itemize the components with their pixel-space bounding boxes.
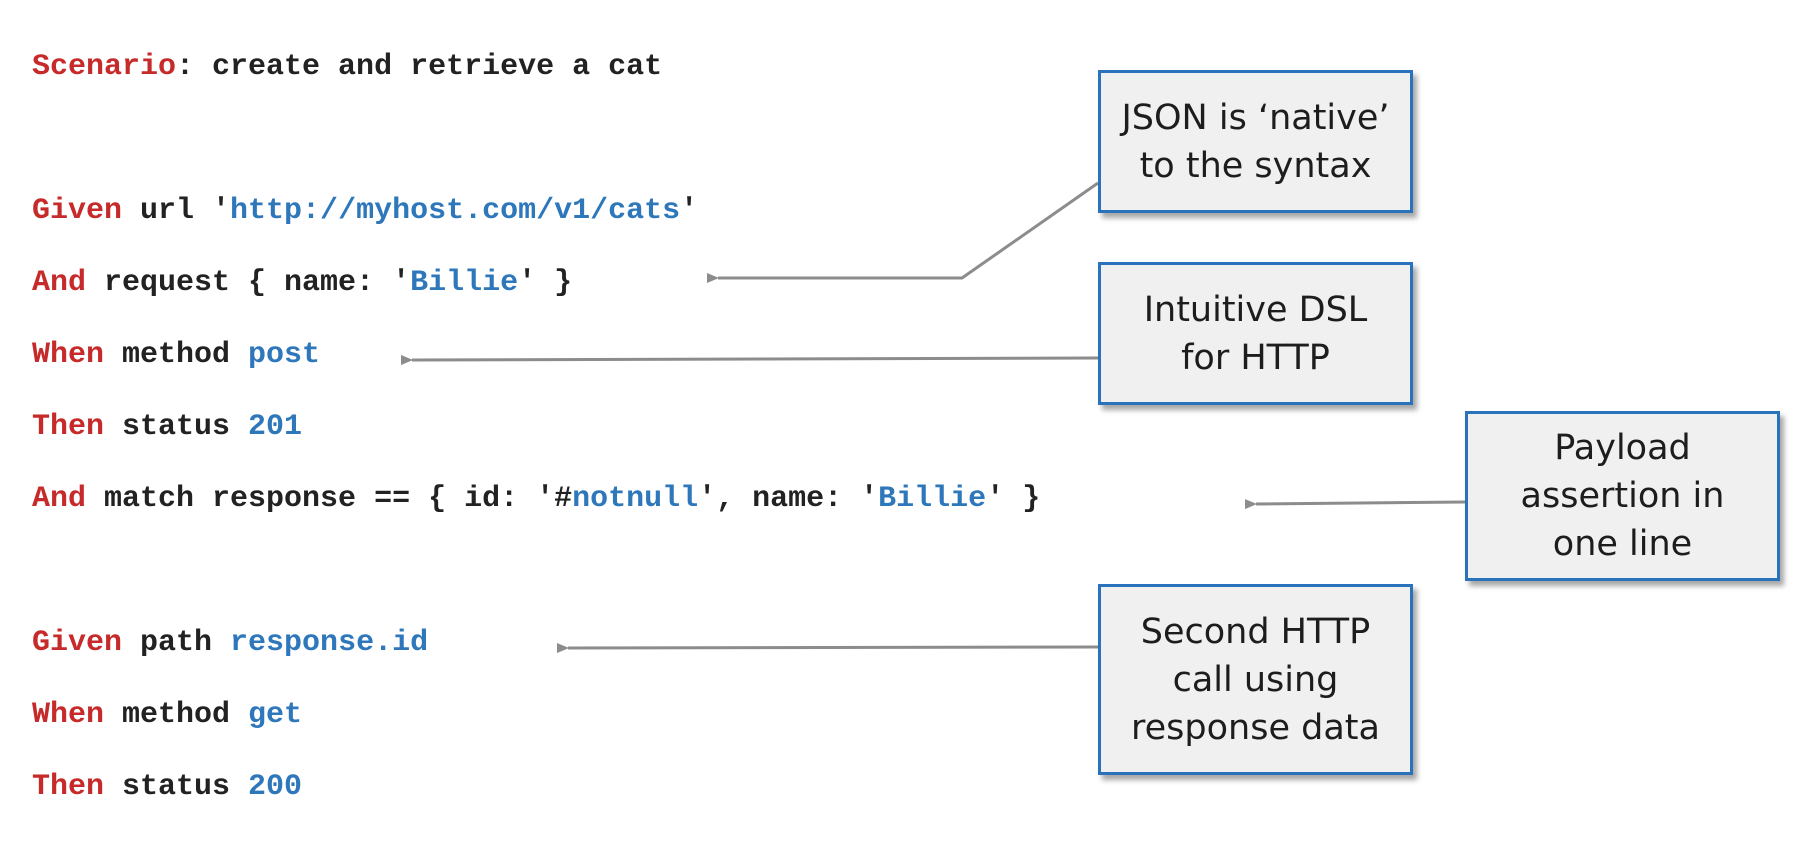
code-value: http://myhost.com/v1/cats — [230, 194, 681, 228]
code-keyword: Given — [32, 194, 123, 228]
callout-second-call: Second HTTP call using response data — [1098, 584, 1413, 775]
arrow-intuitive-dsl — [400, 355, 1099, 366]
code-text: status — [104, 770, 249, 804]
callout-json-native-line-1: JSON is ‘native’ — [1121, 97, 1390, 138]
code-text: path — [122, 626, 231, 660]
callout-payload-assertion-line-2: assertion in — [1520, 476, 1725, 516]
code-value: notnull — [572, 482, 699, 516]
code-line-when-get: When method get — [32, 698, 302, 732]
code-line-given-path: Given path response.id — [32, 626, 428, 660]
code-value: response.id — [230, 626, 429, 660]
code-keyword: And — [32, 266, 87, 300]
code-keyword: Then — [32, 770, 105, 804]
code-keyword: Scenario — [32, 50, 177, 84]
code-text: match response == { id: '# — [86, 482, 573, 516]
callout-payload-assertion-line-1: Payload — [1554, 428, 1691, 468]
code-value: 200 — [248, 770, 303, 804]
callout-intuitive-dsl-line-1: Intuitive DSL — [1143, 289, 1368, 330]
code-keyword: When — [32, 698, 105, 732]
code-value: Billie — [410, 266, 519, 300]
code-keyword: Then — [32, 410, 105, 444]
code-text: request { name: ' — [86, 266, 411, 300]
code-text: method — [104, 698, 249, 732]
code-text: status — [104, 410, 249, 444]
arrow-payload-assertion — [1244, 499, 1466, 510]
code-keyword: Given — [32, 626, 123, 660]
code-line-when-post: When method post — [32, 338, 320, 372]
feature-code-block: Scenario: create and retrieve a cat Give… — [32, 0, 1040, 804]
arrow-json-native — [707, 181, 1099, 283]
code-keyword: When — [32, 338, 105, 372]
callout-second-call-line-3: response data — [1131, 707, 1380, 748]
code-text: method — [104, 338, 249, 372]
callout-second-call-line-1: Second HTTP — [1140, 611, 1371, 652]
code-text: ' } — [518, 266, 573, 300]
code-value: Billie — [878, 482, 987, 516]
callout-payload-assertion: Payload assertion in one line — [1465, 411, 1780, 581]
callout-intuitive-dsl-line-2: for HTTP — [1181, 337, 1330, 378]
code-text: ' — [680, 194, 699, 228]
code-line-and-request: And request { name: 'Billie' } — [32, 266, 572, 300]
code-text: : create and retrieve a cat — [176, 50, 663, 84]
code-value: post — [248, 338, 321, 372]
code-keyword: And — [32, 482, 87, 516]
code-line-then-200: Then status 200 — [32, 770, 302, 804]
code-line-scenario: Scenario: create and retrieve a cat — [32, 50, 662, 84]
code-text: ', name: ' — [698, 482, 879, 516]
code-line-then-201: Then status 201 — [32, 410, 302, 444]
arrow-second-call — [556, 643, 1099, 654]
code-value: 201 — [248, 410, 303, 444]
code-value: get — [248, 698, 303, 732]
code-text: url ' — [122, 194, 231, 228]
callout-payload-assertion-line-3: one line — [1552, 524, 1693, 564]
callout-json-native: JSON is ‘native’ to the syntax — [1098, 70, 1413, 213]
code-line-given-url: Given url 'http://myhost.com/v1/cats' — [32, 194, 698, 228]
callout-intuitive-dsl: Intuitive DSL for HTTP — [1098, 262, 1413, 405]
callout-second-call-line-2: call using — [1172, 659, 1339, 700]
code-line-and-match: And match response == { id: '#notnull', … — [32, 482, 1040, 516]
callout-json-native-line-2: to the syntax — [1139, 145, 1372, 186]
code-text: ' } — [986, 482, 1041, 516]
